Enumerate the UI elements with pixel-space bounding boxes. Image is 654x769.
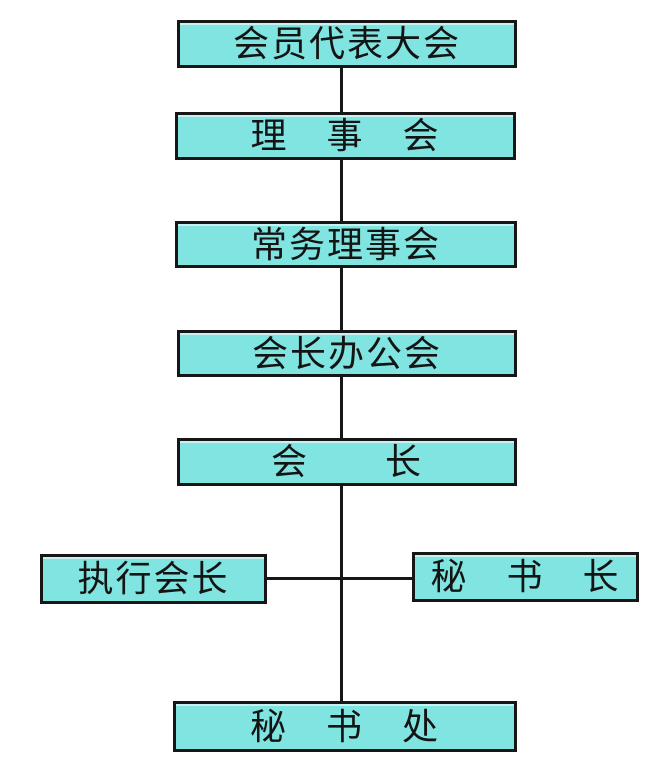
connector-executive-president-secretary-general <box>265 577 414 580</box>
node-council: 理 事 会 <box>175 112 516 160</box>
connector-council-standing-council <box>340 158 343 223</box>
node-member-congress: 会员代表大会 <box>177 20 517 68</box>
node-executive-president: 执行会长 <box>40 554 267 604</box>
node-secretary-general: 秘 书 长 <box>412 552 639 602</box>
node-president-office: 会长办公会 <box>177 330 517 377</box>
node-president: 会 长 <box>177 438 517 486</box>
node-member-congress-label: 会员代表大会 <box>232 24 461 64</box>
node-secretariat: 秘 书 处 <box>173 701 517 752</box>
node-president-label: 会 长 <box>270 442 423 482</box>
connector-member-congress-council <box>340 66 343 114</box>
connector-president-office-president <box>340 375 343 440</box>
node-standing-council-label: 常务理事会 <box>250 224 441 265</box>
node-council-label: 理 事 会 <box>250 116 441 156</box>
node-secretariat-label: 秘 书 处 <box>249 706 440 747</box>
node-executive-president-label: 执行会长 <box>77 559 230 599</box>
node-president-office-label: 会长办公会 <box>251 333 442 374</box>
node-secretary-general-label: 秘 书 长 <box>430 557 621 597</box>
connector-president-secretariat <box>340 484 343 703</box>
node-standing-council: 常务理事会 <box>175 221 517 268</box>
connector-standing-council-president-office <box>340 266 343 332</box>
